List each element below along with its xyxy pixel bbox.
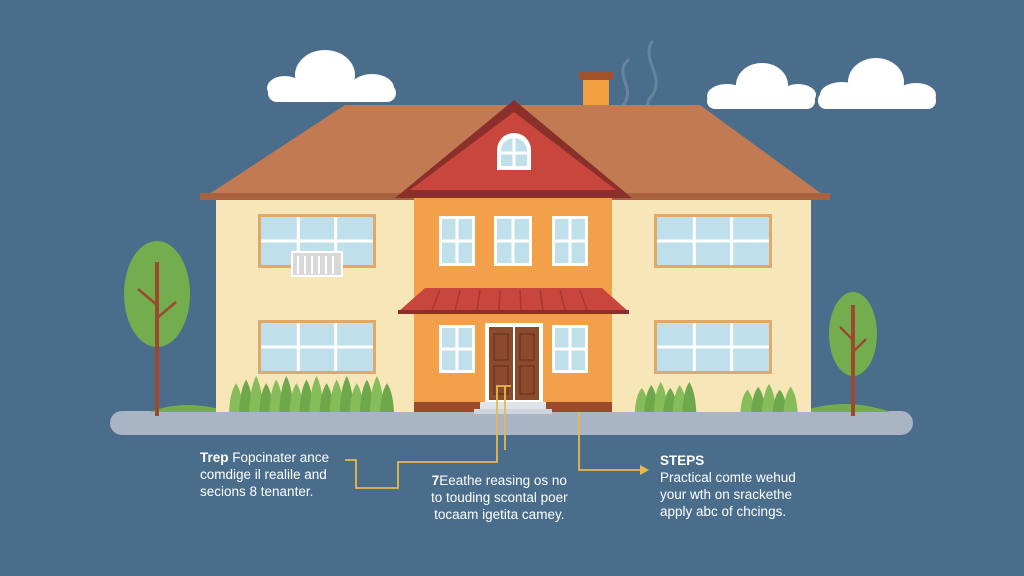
caption-right: STEPS Practical comte wehud your wth on … bbox=[660, 452, 796, 520]
caption-right-title: STEPS bbox=[660, 453, 705, 468]
tree-right bbox=[829, 292, 877, 416]
caption-right-line3: apply abc of chcings. bbox=[660, 504, 787, 519]
balcony-railing bbox=[291, 251, 343, 277]
ground-strip bbox=[110, 411, 913, 435]
bush-row-left bbox=[229, 376, 394, 412]
caption-left-line2: comdige il realile and bbox=[200, 467, 327, 482]
gable-window bbox=[497, 133, 531, 170]
grass-mound-right bbox=[800, 404, 890, 412]
front-door bbox=[485, 323, 543, 403]
window-right-lower bbox=[654, 320, 772, 374]
chimney-cap bbox=[579, 72, 613, 80]
cloud-right bbox=[818, 58, 936, 109]
caption-left-line3: secions 8 tenanter. bbox=[200, 484, 314, 499]
caption-middle-line1: Eeathe reasing os no bbox=[439, 473, 567, 488]
window-center-upper-left bbox=[439, 216, 475, 266]
caption-middle-line3: tocaam igetita camey. bbox=[434, 507, 565, 522]
tree-left bbox=[124, 241, 190, 416]
window-center-upper-middle bbox=[494, 216, 532, 266]
bush-row-right-2 bbox=[740, 384, 798, 412]
window-right-upper bbox=[654, 214, 772, 268]
caption-right-line2: your wth on srackethe bbox=[660, 487, 793, 502]
caption-middle-title: 7 bbox=[431, 473, 440, 488]
window-center-lower-right bbox=[552, 325, 588, 373]
caption-right-line1: Practical comte wehud bbox=[660, 470, 796, 485]
caption-left: Trep Fopcinater ance comdige il realile … bbox=[200, 449, 329, 500]
cloud-right-small bbox=[707, 63, 816, 109]
window-center-lower-left bbox=[439, 325, 475, 373]
caption-left-line1: Fopcinater ance bbox=[228, 450, 330, 465]
cloud-left bbox=[267, 50, 396, 102]
window-left-lower bbox=[258, 320, 376, 374]
caption-middle-line2: to touding scontal poer bbox=[431, 490, 568, 505]
front-steps bbox=[480, 402, 546, 412]
bush-row-right-1 bbox=[634, 382, 697, 412]
grass-mound-left bbox=[150, 405, 230, 412]
caption-middle: 7Eeathe reasing os no to touding scontal… bbox=[431, 472, 568, 523]
callout-connectors bbox=[345, 385, 649, 489]
window-center-upper-right bbox=[552, 216, 588, 266]
caption-left-title: Trep bbox=[200, 450, 229, 465]
